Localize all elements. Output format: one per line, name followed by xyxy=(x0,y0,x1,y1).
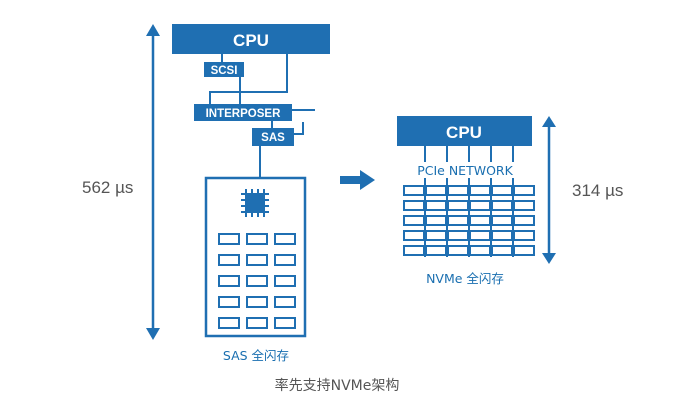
flash-module xyxy=(274,317,296,329)
flash-module xyxy=(274,296,296,308)
sas-bus-lines xyxy=(209,54,315,178)
nvme-architecture: CPU PCIe NETWORK NVMe 全闪存 314 µs xyxy=(397,116,623,286)
interposer-label: INTERPOSER xyxy=(206,108,281,120)
nvme-latency-label: 314 µs xyxy=(572,181,623,200)
flash-module xyxy=(246,317,268,329)
sas-flash-enclosure xyxy=(204,176,307,338)
sas-flash-caption: SAS 全闪存 xyxy=(223,348,289,363)
nvme-flash-cell xyxy=(403,200,425,211)
flash-module xyxy=(246,296,268,308)
nvme-cpu-label: CPU xyxy=(446,123,482,142)
nvme-flash-cell xyxy=(513,230,535,241)
sas-cpu-box xyxy=(172,24,330,54)
nvme-cpu-box xyxy=(397,116,532,146)
nvme-flash-grid xyxy=(403,185,535,256)
pcie-network-label: PCIe NETWORK xyxy=(417,163,513,178)
sas-architecture: 562 µs CPU SCSI INTERPOSER SAS xyxy=(82,24,330,363)
sas-label: SAS xyxy=(261,132,285,144)
nvme-flash-cell xyxy=(425,200,447,211)
nvme-flash-cell xyxy=(447,185,469,196)
interposer-box xyxy=(194,104,292,121)
nvme-flash-cell xyxy=(403,215,425,226)
flash-module xyxy=(274,233,296,245)
nvme-flash-cell xyxy=(403,230,425,241)
sas-box xyxy=(252,128,294,146)
nvme-flash-cell xyxy=(491,200,513,211)
flash-module xyxy=(246,275,268,287)
nvme-flash-cell xyxy=(513,185,535,196)
nvme-flash-cell xyxy=(425,185,447,196)
flash-module xyxy=(218,296,240,308)
flash-module xyxy=(274,275,296,287)
nvme-flash-cell xyxy=(425,215,447,226)
right-arrow-icon xyxy=(340,170,375,190)
flash-module xyxy=(246,233,268,245)
nvme-flash-cell xyxy=(491,215,513,226)
nvme-flash-cell xyxy=(447,230,469,241)
flash-module xyxy=(218,233,240,245)
pcie-label-bg xyxy=(413,162,517,178)
nvme-flash-cell xyxy=(469,245,491,256)
chip-icon xyxy=(241,189,269,217)
nvme-flash-cell xyxy=(469,215,491,226)
double-vertical-arrow-icon xyxy=(542,116,556,264)
nvme-flash-cell xyxy=(469,230,491,241)
scsi-box xyxy=(204,62,244,77)
nvme-flash-cell xyxy=(403,185,425,196)
nvme-flash-cell xyxy=(469,185,491,196)
double-vertical-arrow-icon xyxy=(146,24,160,340)
flash-module xyxy=(246,254,268,266)
nvme-flash-cell xyxy=(425,245,447,256)
nvme-flash-cell xyxy=(447,245,469,256)
sas-latency-label: 562 µs xyxy=(82,178,133,197)
nvme-flash-cell xyxy=(469,200,491,211)
flash-module xyxy=(218,275,240,287)
flash-module xyxy=(218,254,240,266)
nvme-flash-cell xyxy=(491,230,513,241)
nvme-flash-cell xyxy=(425,230,447,241)
nvme-flash-cell xyxy=(447,215,469,226)
flash-module xyxy=(274,254,296,266)
nvme-flash-cell xyxy=(491,245,513,256)
nvme-flash-cell xyxy=(447,200,469,211)
figure-caption: 率先支持NVMe架构 xyxy=(275,377,400,394)
nvme-flash-cell xyxy=(513,245,535,256)
sas-cpu-label: CPU xyxy=(233,31,269,50)
nvme-flash-cell xyxy=(513,200,535,211)
nvme-flash-cell xyxy=(403,245,425,256)
nvme-flash-caption: NVMe 全闪存 xyxy=(426,271,504,286)
scsi-label: SCSI xyxy=(211,65,238,77)
nvme-flash-cell xyxy=(513,215,535,226)
sas-flash-modules xyxy=(218,233,296,329)
nvme-flash-cell xyxy=(491,185,513,196)
flash-module xyxy=(218,317,240,329)
